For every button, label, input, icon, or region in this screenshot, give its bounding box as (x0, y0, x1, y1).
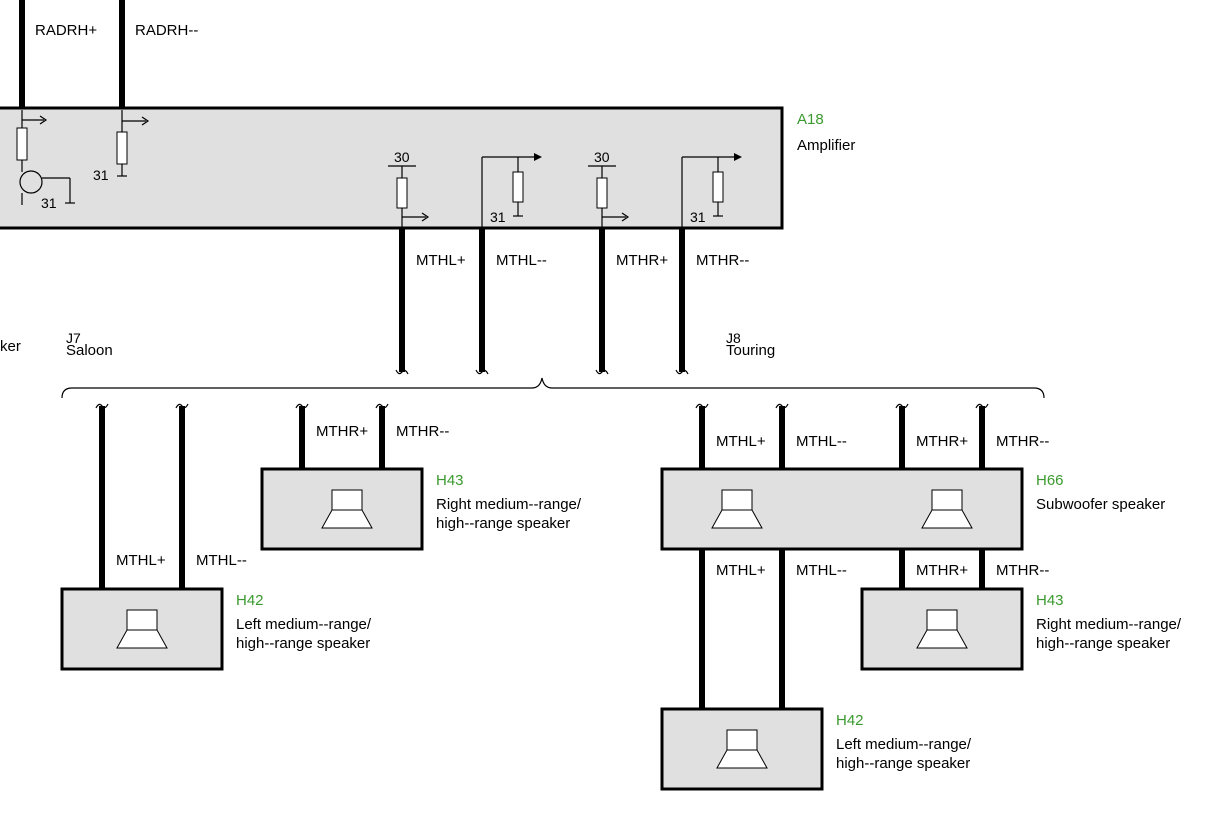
label-touring-in-mthr-minus: MTHR-- (996, 433, 1049, 450)
label-radrh-minus: RADRH-- (135, 22, 198, 39)
label-saloon-mthl-minus: MTHL-- (196, 552, 247, 569)
saloon-right-ref: H43 (436, 472, 464, 489)
input-circuit-left: 31 (16, 110, 75, 211)
output-circuit-mthr-plus: 30 (588, 149, 630, 230)
speaker-icon (916, 609, 968, 649)
label-out-mthr-plus: MTHR+ (616, 252, 668, 269)
saloon-right-speaker-group: MTHR+ MTHR-- H43 Right medium--range/ hi… (260, 403, 582, 551)
label-touring-out-mthr-minus: MTHR-- (996, 562, 1049, 579)
saloon-name: Saloon (66, 342, 113, 359)
supply-label-1: 30 (394, 149, 410, 165)
saloon-right-line2: high--range speaker (436, 515, 570, 532)
label-saloon-mthr-plus: MTHR+ (316, 423, 368, 440)
touring-name: Touring (726, 342, 775, 359)
label-touring-in-mthr-plus: MTHR+ (916, 433, 968, 450)
input-circuit-right: 31 (93, 110, 150, 183)
touring-right-line1: Right medium--range/ (1036, 616, 1182, 633)
ground-label-2: 31 (93, 167, 109, 183)
label-touring-in-mthl-plus: MTHL+ (716, 433, 766, 450)
touring-right-ref: H43 (1036, 592, 1064, 609)
variant-brace (61, 377, 1045, 399)
touring-subwoofer-ref: H66 (1036, 472, 1064, 489)
ground-label-1: 31 (41, 195, 57, 211)
label-out-mthr-minus: MTHR-- (696, 252, 749, 269)
speaker-icon (321, 489, 373, 529)
saloon-right-line1: Right medium--range/ (436, 496, 582, 513)
amplifier-block: RADRH+ RADRH-- A18 Amplifier 31 31 (0, 0, 855, 375)
touring-subwoofer-name: Subwoofer speaker (1036, 496, 1165, 513)
saloon-left-ref: H42 (236, 592, 264, 609)
touring-left-ref: H42 (836, 712, 864, 729)
touring-left-line2: high--range speaker (836, 755, 970, 772)
label-touring-out-mthl-minus: MTHL-- (796, 562, 847, 579)
amplifier-ref: A18 (797, 111, 824, 128)
speaker-icon (716, 729, 768, 769)
label-saloon-mthl-plus: MTHL+ (116, 552, 166, 569)
speaker-icon (711, 489, 763, 529)
saloon-left-line1: Left medium--range/ (236, 616, 372, 633)
amplifier-name: Amplifier (797, 137, 855, 154)
output-circuit-mthl-plus: 30 (388, 149, 430, 230)
label-radrh-plus: RADRH+ (35, 22, 97, 39)
output-circuit-mthr-minus: 31 (681, 153, 742, 230)
label-out-mthl-minus: MTHL-- (496, 252, 547, 269)
label-touring-out-mthr-plus: MTHR+ (916, 562, 968, 579)
speaker-icon (116, 609, 168, 649)
ground-label-4: 31 (690, 209, 706, 225)
touring-left-line1: Left medium--range/ (836, 736, 972, 753)
saloon-left-speaker-group: MTHL+ MTHL-- H42 Left medium--range/ hig… (60, 403, 372, 671)
supply-label-2: 30 (594, 149, 610, 165)
touring-right-speaker-group: H43 Right medium--range/ high--range spe… (860, 587, 1182, 671)
saloon-code: J7 (66, 330, 81, 346)
label-saloon-mthr-minus: MTHR-- (396, 423, 449, 440)
touring-subwoofer-group: MTHL+ MTHL-- MTHR+ MTHR-- H66 Subwoofer … (660, 403, 1165, 710)
label-touring-in-mthl-minus: MTHL-- (796, 433, 847, 450)
label-out-mthl-plus: MTHL+ (416, 252, 466, 269)
saloon-left-line2: high--range speaker (236, 635, 370, 652)
ground-label-3: 31 (490, 209, 506, 225)
partial-label: ker (0, 338, 21, 355)
output-circuit-mthl-minus: 31 (481, 153, 542, 230)
amplifier-box (0, 106, 784, 230)
touring-right-line2: high--range speaker (1036, 635, 1170, 652)
label-touring-out-mthl-plus: MTHL+ (716, 562, 766, 579)
touring-code: J8 (726, 330, 741, 346)
touring-left-speaker-group: H42 Left medium--range/ high--range spea… (660, 707, 972, 791)
touring-subwoofer-box (660, 467, 1024, 551)
speaker-icon (921, 489, 973, 529)
